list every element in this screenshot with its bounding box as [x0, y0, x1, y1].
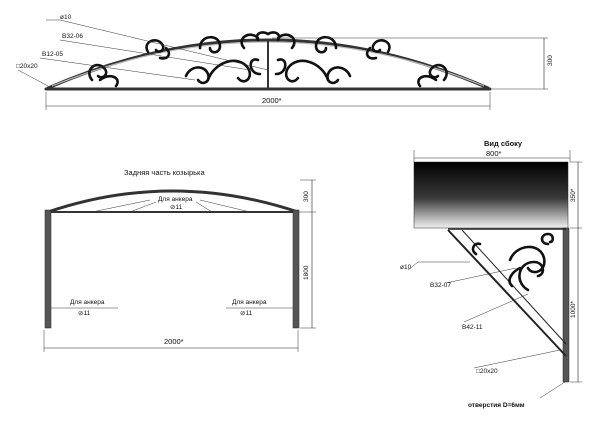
side-callout-profile: □20x20 — [476, 368, 498, 375]
leader-b32-06 — [59, 39, 251, 71]
leader-d10 — [59, 19, 269, 71]
side-height-post-label: 1000* — [570, 301, 577, 318]
back-height-post-label: 1800 — [303, 265, 310, 280]
side-callout-d10: ø10 — [400, 264, 412, 271]
callout-d10: ø10 — [60, 14, 72, 21]
width-dim-label: 2000* — [262, 96, 282, 105]
side-height-top-label: 350* — [570, 188, 577, 202]
roof-panel-side — [413, 161, 569, 229]
anchor-top-label: Для анкера — [158, 196, 193, 203]
callout-b32-06: B32-06 — [62, 33, 83, 40]
decorative-scrolls — [88, 31, 448, 88]
leader-b12-05 — [39, 57, 196, 81]
bracket-diagonal-inner — [461, 229, 567, 345]
wall-post — [562, 227, 570, 383]
back-width-label: 2000* — [164, 337, 184, 346]
side-view-title: Вид сбоку — [484, 139, 523, 148]
leader-profile — [17, 69, 49, 87]
back-height-top-label: 300 — [303, 191, 310, 202]
back-view: Задняя часть козырька Для анкера ⊘11 Для… — [43, 168, 316, 352]
bracket-diagonal-outer — [447, 229, 567, 357]
side-callout-b32-07: B32-07 — [430, 282, 451, 289]
side-callout-b42-11: B42-11 — [462, 324, 483, 331]
back-view-title: Задняя часть козырька — [124, 168, 205, 177]
anchor-right-diameter: ⊘11 — [240, 310, 253, 317]
callout-profile: □20x20 — [16, 63, 38, 70]
anchor-top-diameter: ⊘11 — [170, 204, 183, 211]
left-post — [44, 209, 52, 329]
callout-b12-05: B12-05 — [42, 51, 63, 58]
side-view: Вид сбоку 800* ø10 B32-07 B42-11 □20x20 — [400, 139, 582, 409]
anchor-right-label: Для анкера — [232, 299, 267, 306]
height-dim-label: 300 — [547, 55, 554, 66]
right-post — [292, 209, 300, 329]
side-width-label: 800* — [486, 149, 502, 158]
back-arch — [46, 189, 300, 214]
bracket-ornament — [471, 232, 555, 292]
holes-note: отверстия D=6мм — [468, 402, 525, 409]
top-view-front: ø10 B32-06 B12-05 □20x20 2000* 300 — [16, 14, 554, 110]
anchor-left-label: Для анкера — [70, 299, 105, 306]
anchor-left-diameter: ⊘11 — [78, 310, 91, 317]
